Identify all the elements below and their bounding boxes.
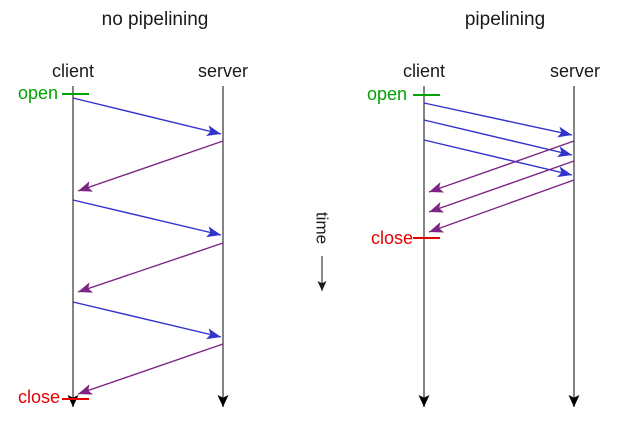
panel-title-pipelining: pipelining xyxy=(464,9,546,30)
panel-pipelining xyxy=(413,86,580,407)
panel-title-no-pipelining: no pipelining xyxy=(101,9,209,30)
panel-no-pipelining xyxy=(62,86,229,407)
client-label-left: client xyxy=(51,61,95,81)
request-arrow xyxy=(423,139,573,178)
close-label-left: close xyxy=(17,387,60,407)
time-axis-label: time xyxy=(312,211,332,245)
client-label-right: client xyxy=(402,61,446,81)
request-arrow xyxy=(423,102,573,138)
response-arrow xyxy=(77,140,224,192)
server-label-right: server xyxy=(549,61,601,81)
response-arrow xyxy=(77,343,224,395)
close-label-right: close xyxy=(370,228,413,248)
server-label-left: server xyxy=(197,61,249,81)
response-arrow xyxy=(428,179,575,233)
request-arrow xyxy=(72,301,222,340)
request-arrow xyxy=(423,119,573,158)
open-label-right: open xyxy=(366,84,407,104)
request-arrow xyxy=(72,199,222,238)
request-arrow xyxy=(72,97,222,137)
response-arrow xyxy=(428,160,575,213)
response-arrow xyxy=(428,140,575,193)
open-label-left: open xyxy=(17,83,58,103)
response-arrow xyxy=(77,242,224,293)
